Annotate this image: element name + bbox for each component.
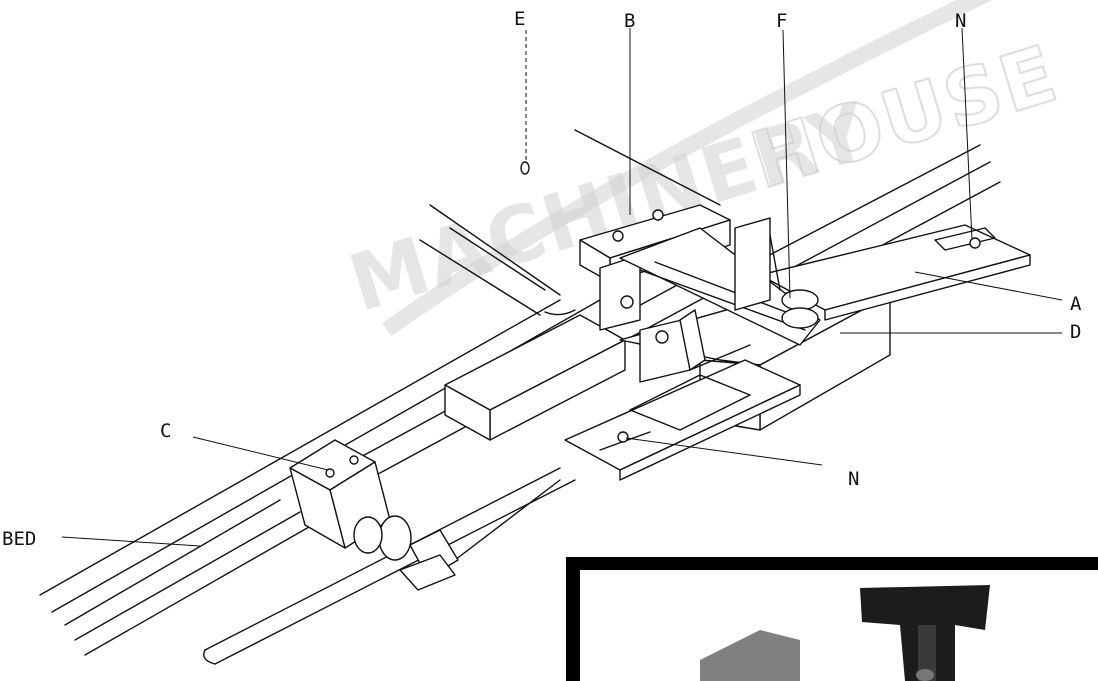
label-N-top: N — [955, 10, 966, 32]
label-A: A — [1070, 293, 1082, 315]
label-C: C — [160, 420, 171, 442]
watermark-brand-outline: HOUSE — [741, 29, 1068, 207]
label-D: D — [1070, 321, 1081, 343]
slotted-plate-N — [564, 344, 801, 481]
label-N-bottom: N — [848, 468, 859, 490]
leader-lines — [61, 27, 1063, 547]
part-E — [520, 161, 530, 175]
taper-arm-F — [619, 227, 821, 346]
back-rod — [419, 129, 721, 316]
label-BED: BED — [2, 528, 36, 550]
long-block — [444, 314, 626, 441]
post-block — [639, 217, 771, 383]
label-B: B — [624, 10, 635, 32]
inset-dither-block — [700, 630, 800, 681]
clamp-C — [289, 439, 459, 591]
label-F: F — [776, 10, 787, 32]
labels: E B F N A D C N BED — [2, 8, 1082, 550]
label-E: E — [514, 8, 525, 30]
inset-photo — [566, 557, 1098, 681]
feed-rod — [203, 467, 576, 665]
